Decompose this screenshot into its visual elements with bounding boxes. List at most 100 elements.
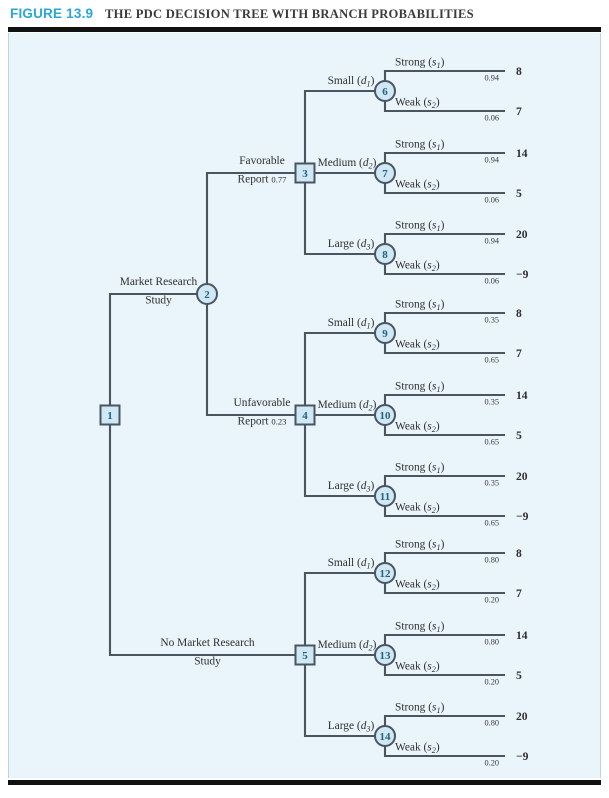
tree-node-3[interactable]: 3 bbox=[294, 162, 316, 184]
stem-label-line1: No Market Research bbox=[160, 637, 255, 649]
tree-node-4[interactable]: 4 bbox=[294, 404, 316, 426]
stem-branch-5 bbox=[108, 424, 296, 657]
payoff-value: 20 bbox=[516, 228, 528, 241]
chance-node-shape bbox=[374, 243, 396, 265]
footer-rule-bottom bbox=[8, 780, 601, 785]
chance-node-shape bbox=[374, 404, 396, 426]
outcome-branch-14-1 bbox=[383, 746, 505, 758]
outcome-probability: 0.06 bbox=[484, 114, 499, 123]
payoff-value: 5 bbox=[516, 429, 522, 442]
outcome-branch-9-0 bbox=[383, 311, 505, 323]
branch-label: Weak (s2) bbox=[395, 661, 440, 675]
panel-right-edge bbox=[600, 33, 601, 778]
chance-node-shape bbox=[374, 485, 396, 507]
decision-branch-8 bbox=[303, 182, 375, 256]
outcome-probability: 0.94 bbox=[484, 237, 499, 246]
outcome-branch-6-1 bbox=[383, 101, 505, 113]
branch-label: Large (d3) bbox=[328, 720, 375, 734]
payoff-value: 8 bbox=[516, 65, 522, 78]
tree-node-11[interactable]: 11 bbox=[374, 485, 396, 507]
branch-label: Small (d1) bbox=[328, 75, 375, 89]
node-number-label: 14 bbox=[380, 731, 392, 743]
payoff-value: 20 bbox=[516, 470, 528, 483]
outcome-probability: 0.35 bbox=[484, 398, 499, 407]
outcome-probability: 0.20 bbox=[484, 759, 499, 768]
outcome-probability: 0.94 bbox=[484, 74, 499, 83]
tree-edges-group bbox=[108, 69, 505, 758]
branch-label: Weak (s2) bbox=[395, 339, 440, 353]
decision-branch-11 bbox=[303, 424, 375, 498]
stem-label-line2: Study bbox=[194, 656, 221, 668]
tree-node-7[interactable]: 7 bbox=[374, 162, 396, 184]
branch-label: Large (d3) bbox=[328, 480, 375, 494]
stem-branch-2 bbox=[108, 292, 197, 406]
tree-node-10[interactable]: 10 bbox=[374, 404, 396, 426]
outcome-probability: 0.80 bbox=[484, 719, 499, 728]
decision-node-shape bbox=[99, 404, 121, 426]
tree-node-1[interactable]: 1 bbox=[99, 404, 121, 426]
payoff-value: 8 bbox=[516, 307, 522, 320]
outcome-branch-12-1 bbox=[383, 583, 505, 595]
payoff-value: 8 bbox=[516, 547, 522, 560]
report-branch-3 bbox=[205, 171, 296, 284]
figure-number: FIGURE 13.9 bbox=[10, 6, 94, 21]
outcome-branch-14-0 bbox=[383, 714, 505, 726]
decision-branch-6 bbox=[303, 89, 375, 164]
outcome-branch-11-1 bbox=[383, 506, 505, 518]
outcome-probability: 0.06 bbox=[484, 277, 499, 286]
chance-node-shape bbox=[374, 725, 396, 747]
outcome-probability: 0.65 bbox=[484, 438, 499, 447]
report-label-line2: Report 0.77 bbox=[238, 174, 288, 186]
tree-node-14[interactable]: 14 bbox=[374, 725, 396, 747]
outcome-probability: 0.20 bbox=[484, 678, 499, 687]
outcome-probability: 0.80 bbox=[484, 638, 499, 647]
node-number-label: 12 bbox=[380, 568, 392, 580]
tree-node-5[interactable]: 5 bbox=[294, 644, 316, 666]
payoff-value: 14 bbox=[516, 389, 528, 402]
node-number-label: 13 bbox=[380, 650, 392, 662]
outcome-branch-11-0 bbox=[383, 474, 505, 486]
outcome-probability: 0.65 bbox=[484, 356, 499, 365]
payoff-value: −9 bbox=[516, 750, 529, 763]
outcome-probability: 0.20 bbox=[484, 596, 499, 605]
figure-title: THE PDC DECISION TREE WITH BRANCH PROBAB… bbox=[105, 7, 474, 21]
node-number-label: 4 bbox=[302, 410, 308, 422]
tree-node-2[interactable]: 2 bbox=[196, 283, 218, 305]
outcome-branch-10-1 bbox=[383, 425, 505, 437]
branch-label: Strong (s1) bbox=[395, 462, 445, 476]
branch-label: Strong (s1) bbox=[395, 381, 445, 395]
branch-label: Weak (s2) bbox=[395, 260, 440, 274]
outcome-probability: 0.35 bbox=[484, 479, 499, 488]
panel-left-edge bbox=[8, 33, 9, 778]
tree-node-9[interactable]: 9 bbox=[374, 322, 396, 344]
chance-node-shape bbox=[374, 80, 396, 102]
outcome-branch-12-0 bbox=[383, 551, 505, 563]
node-number-label: 7 bbox=[382, 168, 388, 180]
tree-node-13[interactable]: 13 bbox=[374, 644, 396, 666]
branch-label: Strong (s1) bbox=[395, 539, 445, 553]
tree-node-8[interactable]: 8 bbox=[374, 243, 396, 265]
outcome-probability: 0.06 bbox=[484, 196, 499, 205]
branch-label: Medium (d2) bbox=[318, 157, 377, 171]
node-number-label: 5 bbox=[302, 650, 308, 662]
report-branch-4 bbox=[205, 304, 296, 417]
node-number-label: 1 bbox=[107, 410, 113, 422]
branch-label: Strong (s1) bbox=[395, 139, 445, 153]
tree-node-12[interactable]: 12 bbox=[374, 562, 396, 584]
branch-label: Weak (s2) bbox=[395, 502, 440, 516]
branch-label: Small (d1) bbox=[328, 317, 375, 331]
header-rule-top bbox=[8, 27, 601, 32]
stem-label-line2: Study bbox=[145, 295, 172, 307]
branch-label: Weak (s2) bbox=[395, 97, 440, 111]
payoff-value: 14 bbox=[516, 629, 528, 642]
decision-node-shape bbox=[294, 644, 316, 666]
chance-node-shape bbox=[374, 562, 396, 584]
payoff-value: −9 bbox=[516, 510, 529, 523]
tree-node-6[interactable]: 6 bbox=[374, 80, 396, 102]
node-number-label: 9 bbox=[382, 328, 388, 340]
payoff-value: 14 bbox=[516, 147, 528, 160]
decision-branch-14 bbox=[303, 664, 375, 738]
branch-label: Strong (s1) bbox=[395, 621, 445, 635]
